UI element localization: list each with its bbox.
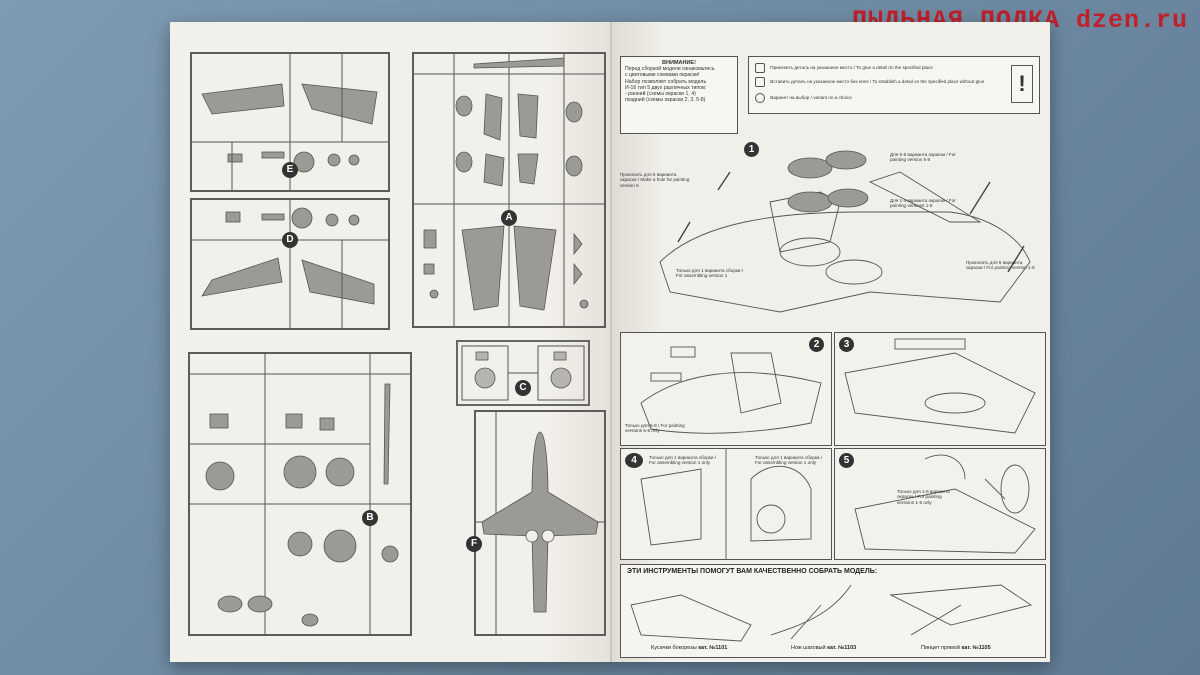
glue-icon: [755, 63, 765, 73]
tools-panel: ЭТИ ИНСТРУМЕНТЫ ПОМОГУТ ВАМ КАЧЕСТВЕННО …: [620, 564, 1046, 658]
step-2-panel: 2 Только для 5-8 / For painting versions…: [620, 332, 832, 446]
step-note: Прокопать для 6 варианта окраски / For p…: [966, 260, 1035, 271]
legend-row-variant: Вариант на выбор / variant on a choice: [755, 93, 852, 103]
instruction-booklet: E D: [170, 22, 1050, 662]
sprue-b: B: [188, 352, 412, 636]
legend-row-glue: Приклеить деталь на указанное место / To…: [755, 63, 933, 73]
step-note: Прокопать для 5 варианта окраски / Make …: [620, 172, 690, 188]
warning-exclamation-icon: !: [1011, 65, 1033, 103]
sprue-letter-a: A: [501, 210, 517, 226]
notice-line: - ранний (схемы окраски 1, 4): [625, 91, 696, 98]
step-note: Только для 1 варианта сборки / For assem…: [649, 455, 717, 466]
tool-caption-knife: Нож шаговый кат. №1103: [791, 645, 857, 651]
step-note: Только для 1-5 варианта окраски / For pa…: [897, 489, 950, 505]
step-note: Для 5-8 варианта окраски / For painting …: [890, 152, 956, 163]
sprue-f: F: [466, 410, 606, 636]
notice-line: с цветовыми схемами окраски!: [625, 72, 700, 79]
sprue-letter-d: D: [282, 232, 298, 248]
step-1-panel: 1 Для 5-8 варианта окраски / For paintin…: [620, 142, 1044, 328]
instructions-area: ВНИМАНИЕ! Перед сборкой модели ознакомьт…: [620, 56, 1046, 658]
notice-line: поздний (схемы окраски 2, 3, 5-8): [625, 97, 706, 104]
notice-box: ВНИМАНИЕ! Перед сборкой модели ознакомьт…: [620, 56, 738, 134]
left-page-sprues: E D: [170, 22, 612, 662]
sprue-letter-f: F: [466, 536, 482, 552]
step-number: 1: [744, 142, 759, 157]
step-number: 5: [839, 453, 854, 468]
notice-line: Набор позволяет собрать модель: [625, 78, 707, 85]
tools-title: ЭТИ ИНСТРУМЕНТЫ ПОМОГУТ ВАМ КАЧЕСТВЕННО …: [627, 568, 878, 575]
step-note: Только для 1 варианта сборки / For assem…: [755, 455, 823, 466]
legend-row-no-glue: Вставить деталь на указанное место без к…: [755, 77, 984, 87]
insert-icon: [755, 77, 765, 87]
step-note: Только для 5-8 / For painting versions 5…: [625, 423, 685, 434]
notice-line: И-16 тип 5 двух различных типов:: [625, 84, 707, 91]
sprue-e: E: [190, 52, 390, 192]
step-note: Для 1-4 варианта окраски / For painting …: [890, 198, 956, 209]
step-5-panel: 5 Только для 1-5 варианта окраски / For …: [834, 448, 1046, 560]
symbol-legend: Приклеить деталь на указанное место / To…: [748, 56, 1040, 114]
sprue-a: A: [412, 52, 606, 328]
question-icon: [755, 93, 765, 103]
step-4-panel: 4 Только для 1 варианта сборки / For ass…: [620, 448, 832, 560]
sprue-letter-b: B: [362, 510, 378, 526]
notice-title: ВНИМАНИЕ!: [662, 60, 696, 66]
sprue-c: C: [456, 340, 590, 406]
right-page-instructions: ВНИМАНИЕ! Перед сборкой модели ознакомьт…: [612, 22, 1050, 662]
step-number: 3: [839, 337, 854, 352]
tool-caption-cutters: Кусачки бокорезы кат. №1101: [651, 645, 728, 651]
sprue-letter-c: C: [515, 380, 531, 396]
step-3-panel: 3: [834, 332, 1046, 446]
step-number: 4: [625, 453, 643, 468]
sprue-letter-e: E: [282, 162, 298, 178]
notice-line: Перед сборкой модели ознакомьтесь: [625, 66, 715, 73]
sprue-d: D: [190, 198, 390, 330]
tool-caption-tweezers: Пинцет прямой кат. №1105: [921, 645, 991, 651]
step-note: Только для 1 варианта сборки / For assem…: [676, 268, 744, 279]
step-number: 2: [809, 337, 824, 352]
